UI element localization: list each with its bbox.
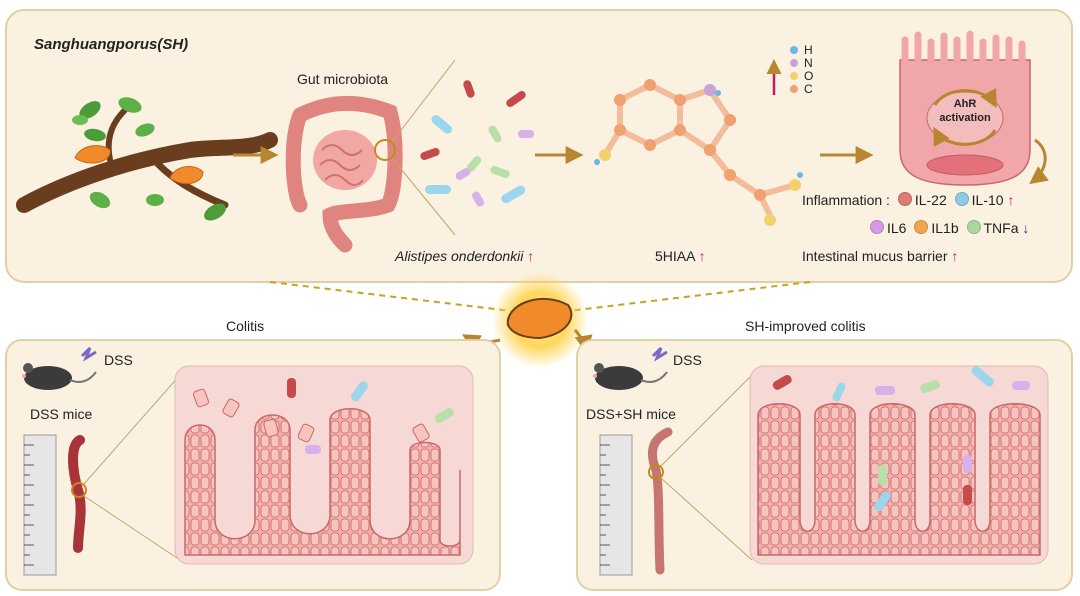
cytokines-up-arrow: ↑ [1007,192,1015,208]
barrier-row: Intestinal mucus barrier ↑ [802,248,958,264]
legend-o: O [790,70,813,83]
bacterium-label: Alistipes onderdonkii ↑ [395,248,534,264]
metabolite-name: 5HIAA [655,248,695,264]
cytokines-down-row: IL6 IL1b TNFa ↓ [866,220,1029,236]
dss-label-left: DSS [104,352,133,368]
dss-sh-mice-label: DSS+SH mice [586,406,676,422]
tnfa-dot [966,220,981,234]
il10-dot [954,192,969,206]
ruler-left [23,374,181,576]
colitis-title: Colitis [226,318,265,334]
legend-c: C [790,83,813,96]
mouse-right [593,346,668,390]
ruler-right [599,374,753,576]
tnfa-label: TNFa [983,220,1019,236]
gut-illustration [285,59,456,253]
atom-legend: H N O C [790,44,813,96]
tissue-left [174,365,474,565]
center-mushroom [506,297,573,340]
molecule-atoms [594,79,803,226]
metabolite-up: ↑ [698,248,706,264]
bacteria-cluster [420,80,534,207]
il6-dot [870,220,884,234]
epithelial-cell [899,30,1049,186]
inflammation-row: Inflammation : IL-22 IL-10 ↑ [802,192,1014,208]
bacterium-up-arrow: ↑ [527,248,535,264]
il10-label: IL-10 [971,192,1004,208]
mouse-left [22,346,97,390]
ahr-label: AhR [953,98,977,110]
legend-n: N [790,57,813,70]
dss-label-right: DSS [673,352,702,368]
activation-label: activation [939,112,991,124]
il1b-label: IL1b [931,220,959,236]
il22-dot [897,192,912,206]
gut-label: Gut microbiota [297,71,389,87]
il22-label: IL-22 [914,192,947,208]
barrier-label: Intestinal mucus barrier [802,248,948,264]
barrier-up-arrow: ↑ [951,248,959,264]
metabolite-label: 5HIAA ↑ [655,248,706,264]
il6-label: IL6 [887,220,907,236]
dss-mice-label: DSS mice [30,406,93,422]
il1b-dot [914,220,929,234]
bacterium-name: Alistipes onderdonkii [395,248,524,264]
sh-colitis-title: SH-improved colitis [745,318,866,334]
tissue-right [749,365,1049,565]
panel-title: Sanghuangporus(SH) [34,36,189,53]
inflammation-label: Inflammation : [802,192,890,208]
legend-h: H [790,44,813,57]
cytokines-down-arrow: ↓ [1022,220,1030,236]
branch-illustration [16,97,278,221]
